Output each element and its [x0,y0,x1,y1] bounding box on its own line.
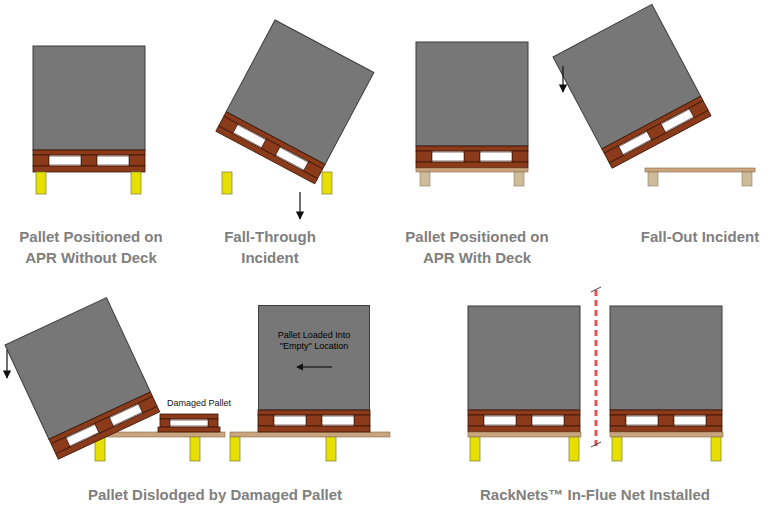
panel-caption: Pallet Dislodged by Damaged Pallet [35,484,395,505]
tipping-load [5,298,160,460]
beam-post [230,437,240,461]
motion-arrow [6,350,7,378]
box-text: Pallet Loaded Into "Empty" Location [259,330,369,352]
panel-racknet [468,287,723,461]
net-end-tick [591,442,601,447]
panel-caption: Fall-Out Incident [625,226,772,247]
panel-caption: Pallet Positioned on APR With Deck [392,226,562,268]
beam-post [326,437,336,461]
beam [420,172,430,186]
deck [468,432,581,437]
load [33,46,145,172]
load-box: Pallet Loaded Into "Empty" Location [258,305,370,410]
panel-without-deck [33,46,145,194]
damaged-pallet [158,414,220,432]
beam [648,172,658,186]
load [610,306,722,432]
beam-post [36,172,46,194]
panel-with-deck [416,42,528,186]
beam-post [131,172,141,194]
beam-post [222,172,232,194]
flue-net [595,290,598,446]
beam-post [569,437,579,461]
part-label: Damaged Pallet [166,398,232,409]
net-end-tick [591,287,601,292]
beam-post [470,437,480,461]
arrow-head [296,364,303,371]
pallet [258,410,370,432]
panel-fall-through [216,20,374,219]
beam-post [711,437,721,461]
deck [610,432,723,437]
deck [645,168,755,172]
beam [514,172,524,186]
deck [416,168,528,172]
panel-dislodged [5,298,390,461]
beam [742,172,752,186]
deck [230,432,390,437]
motion-arrow [299,192,300,219]
load [468,306,580,432]
tipping-load [216,20,374,184]
panel-caption: Pallet Positioned on APR Without Deck [5,226,177,268]
beam-post [612,437,622,461]
direction-arrow [294,362,334,372]
tipping-load [553,4,711,168]
beam-post [190,437,200,461]
beam-post [322,172,332,194]
panel-caption: Fall-Through Incident [210,226,330,268]
load [416,42,528,168]
panel-caption: RackNets™ In-Flue Net Installed [440,484,750,505]
arrow-shaft [302,366,332,367]
panel-fall-out [553,4,755,186]
motion-arrow [562,66,563,92]
